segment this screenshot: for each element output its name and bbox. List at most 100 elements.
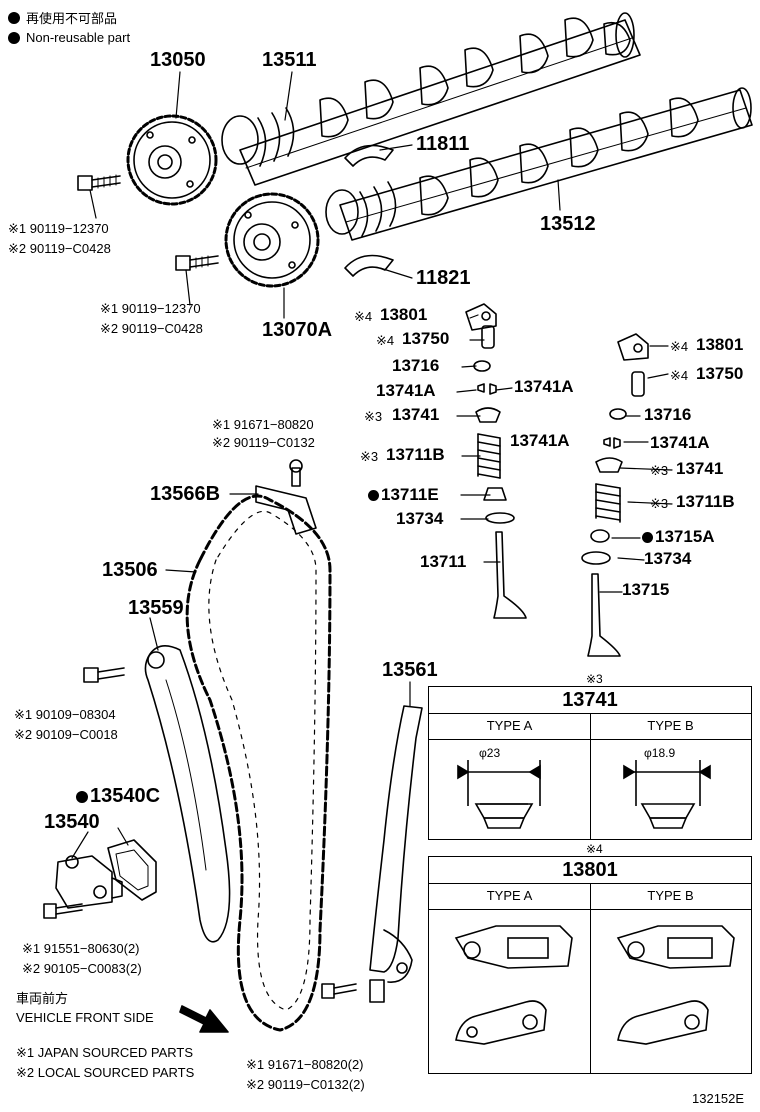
mark-4-a: ※4 xyxy=(354,309,373,324)
label-13716-left: 13716 xyxy=(392,356,440,375)
label-13741A-right-2: 13741A xyxy=(650,433,710,452)
label-13741-right: 13741 xyxy=(676,459,724,478)
label-13559: 13559 xyxy=(128,597,184,619)
label-13540C: 13540C xyxy=(76,786,160,806)
label-13734-right: 13734 xyxy=(644,549,692,568)
label-13711E-text: 13711E xyxy=(381,485,439,504)
label-13734-left: 13734 xyxy=(396,509,444,528)
diagram-code: 132152E xyxy=(692,1091,745,1106)
legend-jp: 再使用不可部品 xyxy=(8,8,117,27)
chain-13506 xyxy=(185,494,332,1032)
pad-13716-right xyxy=(609,408,627,420)
inset-13741-type-b: TYPE B φ18.9 xyxy=(590,713,751,839)
sprocket-13050 xyxy=(126,114,218,206)
keeper-13741A-right xyxy=(603,437,621,449)
bolt-note-5b: ※2 90105−C0083(2) xyxy=(22,961,142,976)
seal-13711E xyxy=(483,487,507,501)
bolt-13561 xyxy=(321,983,357,999)
inset-13741-type-a: TYPE A φ23 xyxy=(429,713,591,839)
mark-4-d: ※4 xyxy=(670,368,689,383)
bolt-note-4a: ※1 90109−08304 xyxy=(14,707,116,722)
adjuster-13750-right xyxy=(631,371,645,397)
mark-3-c: ※3 xyxy=(650,463,669,478)
mark-4-c: ※4 xyxy=(670,339,689,354)
label-13741A-right-1: 13741A xyxy=(510,431,570,450)
sprocket-13070A xyxy=(224,192,320,288)
label-13741A-left-1: 13741A xyxy=(376,381,436,400)
label-13801-left: 13801 xyxy=(380,305,428,324)
inset-13741-dim-a: φ23 xyxy=(479,746,501,760)
bolt-note-3a: ※1 91671−80820 xyxy=(212,417,314,432)
seat-13734-right xyxy=(581,551,611,565)
bolt-note-2b: ※2 90119−C0428 xyxy=(100,321,203,336)
inset-13801: 13801 TYPE A TYPE B xyxy=(428,856,752,1074)
leader-lines xyxy=(71,71,673,859)
adjuster-13750-left xyxy=(481,325,495,349)
retainer-13741-left xyxy=(475,407,501,423)
label-11811: 11811 xyxy=(416,133,470,155)
mark-3-d: ※3 xyxy=(650,496,669,511)
inset-13741-drawings xyxy=(457,760,711,829)
bearing-11811 xyxy=(344,144,394,167)
inset-13741-mark: ※3 xyxy=(586,672,603,686)
bolt-note-6a: ※1 91671−80820(2) xyxy=(246,1057,364,1072)
note-local-sourced: ※2 LOCAL SOURCED PARTS xyxy=(16,1065,195,1080)
bolt-13559 xyxy=(83,667,125,683)
camshaft-13511 xyxy=(221,12,641,186)
label-13561: 13561 xyxy=(382,659,438,681)
inset-13741-type-b-label: TYPE B xyxy=(590,713,751,740)
label-13540C-text: 13540C xyxy=(90,785,161,807)
inset-13801-type-b: TYPE B xyxy=(590,883,751,1073)
mark-3-b: ※3 xyxy=(360,449,379,464)
label-13711B-left: 13711B xyxy=(386,445,445,464)
bolt-note-1b: ※2 90119−C0428 xyxy=(8,241,111,256)
inset-13741-title: 13741 xyxy=(429,687,751,714)
bullet-icon xyxy=(8,31,20,44)
inset-13801-drawings xyxy=(454,925,735,1045)
label-13741A-left-2: 13741A xyxy=(514,377,574,396)
rocker-13801-left xyxy=(465,303,497,331)
label-13050: 13050 xyxy=(150,49,206,71)
label-13715: 13715 xyxy=(622,580,670,599)
bolt-note-3b: ※2 90119−C0132 xyxy=(212,435,315,450)
label-13750-right: 13750 xyxy=(696,364,744,383)
front-side-jp: 車両前方 xyxy=(16,991,69,1006)
valve-13715 xyxy=(587,573,621,657)
label-13506: 13506 xyxy=(102,559,158,581)
seat-13734-left xyxy=(485,512,515,524)
label-13711: 13711 xyxy=(420,552,467,571)
bolt-note-4b: ※2 90109−C0018 xyxy=(14,727,118,742)
vehicle-front-arrow xyxy=(179,1005,229,1033)
legend-jp-text: 再使用不可部品 xyxy=(26,11,118,26)
tensioner-13540 xyxy=(55,855,123,909)
inset-13801-type-a: TYPE A xyxy=(429,883,591,1073)
inset-13801-type-b-label: TYPE B xyxy=(590,883,751,910)
label-11821: 11821 xyxy=(416,267,471,289)
label-13715A-text: 13715A xyxy=(655,527,715,546)
inset-13801-type-a-label: TYPE A xyxy=(429,883,590,910)
bearing-11821 xyxy=(344,254,394,277)
mark-3-a: ※3 xyxy=(364,409,383,424)
bolt-note-2a: ※1 90119−12370 xyxy=(100,301,201,316)
label-13741-left: 13741 xyxy=(392,405,440,424)
chain-guide-13561 xyxy=(369,705,423,1003)
front-side-en: VEHICLE FRONT SIDE xyxy=(16,1010,154,1025)
retainer-13741-right xyxy=(595,457,623,473)
bolt-note-5a: ※1 91551−80630(2) xyxy=(22,941,140,956)
spring-13711B-left xyxy=(477,433,501,479)
label-13711B-right: 13711B xyxy=(676,492,735,511)
inset-13801-title: 13801 xyxy=(429,857,751,884)
label-13750-left: 13750 xyxy=(402,329,450,348)
bolt-13540 xyxy=(43,903,83,919)
legend-en: Non-reusable part xyxy=(8,30,130,45)
bolt-13070A xyxy=(175,255,219,271)
keeper-13741A-left xyxy=(477,383,497,395)
inset-13741-type-a-label: TYPE A xyxy=(429,713,590,740)
inset-13801-mark: ※4 xyxy=(586,842,603,856)
tensioner-arm-13559 xyxy=(144,645,231,943)
seal-13715A xyxy=(590,529,610,543)
inset-13741: 13741 TYPE A φ23 TYPE B φ18.9 xyxy=(428,686,752,840)
label-13716-right: 13716 xyxy=(644,405,692,424)
non-reusable-icon xyxy=(368,490,379,502)
